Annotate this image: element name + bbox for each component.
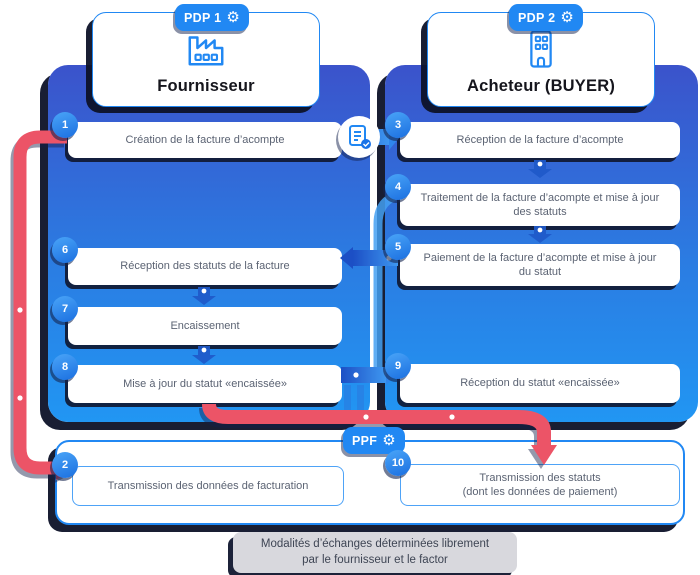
step-number-7: 7 [52,296,78,322]
step-number-4: 4 [385,174,411,200]
supplier-title: Fournisseur [157,77,255,95]
step-number-1: 1 [52,112,78,138]
step-box-8: Mise à jour du statut «encaissée» [68,365,342,403]
building-icon [520,21,562,77]
pdp2-badge: PDP 2 ⚙ [509,4,583,31]
step-number-10: 10 [385,450,411,476]
step-number-5: 5 [385,234,411,260]
step-box-6: Réception des statuts de la facture [68,248,342,285]
step-box-9: Réception du statut «encaissée» [400,364,680,403]
gear-icon: ⚙ [560,9,574,26]
step-box-10: Transmission des statuts (dont les donné… [400,464,680,506]
factory-icon [183,21,229,77]
step-box-5: Paiement de la facture d’acompte et mise… [400,244,680,286]
step-number-2: 2 [52,452,78,478]
pdp1-badge: PDP 1 ⚙ [175,4,249,31]
step-number-6: 6 [52,237,78,263]
gear-icon: ⚙ [382,432,396,449]
footnote-box: Modalités d’échanges déterminées libreme… [233,532,517,574]
ppf-badge-label: PPF [352,433,378,448]
step-box-1: Création de la facture d’acompte [68,122,342,158]
step-box-3: Réception de la facture d’acompte [400,122,680,158]
step-box-4: Traitement de la facture d’acompte et mi… [400,184,680,226]
step-number-3: 3 [385,112,411,138]
step-box-2: Transmission des données de facturation [72,466,344,506]
buyer-title: Acheteur (BUYER) [466,77,616,95]
pdp1-badge-label: PDP 1 [184,10,222,25]
step-number-9: 9 [385,353,411,379]
gear-icon: ⚙ [226,9,240,26]
step-number-8: 8 [52,354,78,380]
pdp2-badge-label: PDP 2 [518,10,556,25]
step-box-7: Encaissement [68,307,342,345]
